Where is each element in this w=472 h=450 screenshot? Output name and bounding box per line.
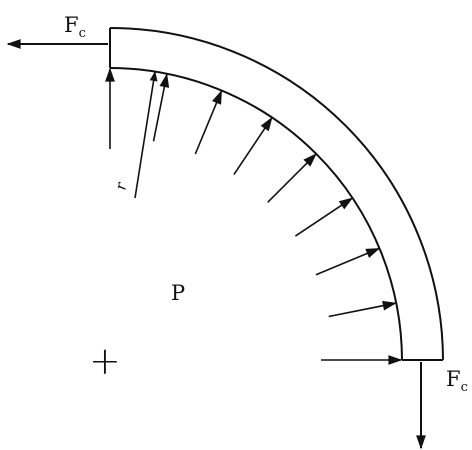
force-right-label: Fc: [446, 367, 468, 395]
force-right-subscript: c: [461, 380, 468, 395]
pressure-arrow: [194, 89, 223, 155]
force-top-label: Fc: [64, 13, 86, 41]
pressure-arrow: [267, 153, 317, 203]
pressure-arrows: [105, 67, 403, 365]
ring-outer-arc: [109, 27, 444, 361]
pressure-arrow: [315, 247, 381, 276]
force-top-symbol: F: [64, 13, 79, 37]
pressure-label: P: [171, 281, 185, 305]
radius-label: r: [111, 180, 130, 191]
pressure-arrow: [294, 197, 354, 237]
force-right-symbol: F: [446, 367, 461, 391]
pressure-arrow: [328, 300, 397, 318]
pressure-arrow: [233, 116, 273, 176]
pressure-arrow: [152, 73, 170, 142]
force-top-subscript: c: [79, 26, 86, 41]
radius-line: [134, 71, 158, 199]
ring-inner-arc: [109, 67, 403, 361]
center-marker: +: [89, 339, 121, 383]
